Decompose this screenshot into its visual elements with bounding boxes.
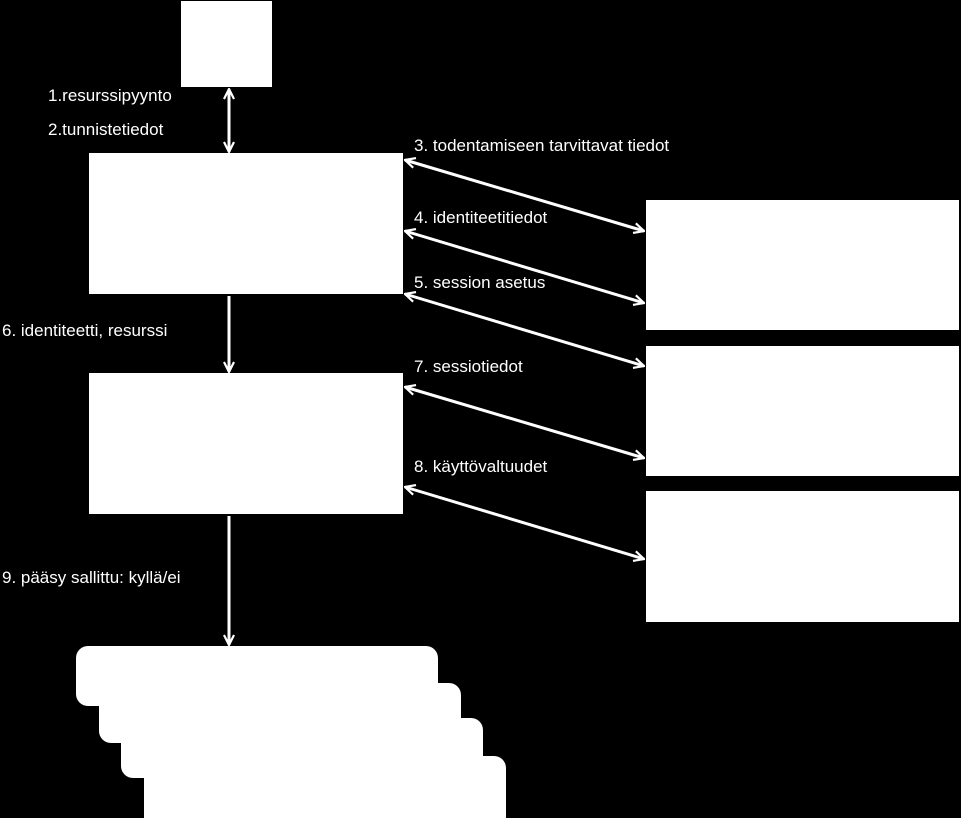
- label-step2: 2.tunnistetiedot: [48, 120, 164, 139]
- label-step3: 3. todentamiseen tarvittavat tiedot: [414, 136, 670, 155]
- arrow-step5: [405, 294, 644, 366]
- arrow-step4: [405, 231, 644, 303]
- label-step9: 9. pääsy sallittu: kyllä/ei: [2, 568, 181, 587]
- label-step7: 7. sessiotiedot: [414, 357, 523, 376]
- identity-store-box: [646, 200, 959, 330]
- authentication-box: [89, 153, 403, 294]
- label-step8: 8. käyttövaltuudet: [414, 457, 548, 476]
- access-control-box: [89, 373, 403, 514]
- arrow-step3: [405, 160, 644, 231]
- client-box: [181, 1, 272, 87]
- label-step1: 1.resurssipyynto: [48, 86, 172, 105]
- label-step4: 4. identiteetitiedot: [414, 208, 548, 227]
- resource-box-1: [76, 646, 438, 706]
- label-step6: 6. identiteetti, resurssi: [2, 321, 168, 340]
- authorization-store-box: [646, 491, 959, 622]
- arrow-step7: [405, 387, 644, 458]
- session-store-box: [646, 346, 959, 476]
- arrow-step8: [405, 487, 644, 559]
- label-step5: 5. session asetus: [414, 273, 546, 292]
